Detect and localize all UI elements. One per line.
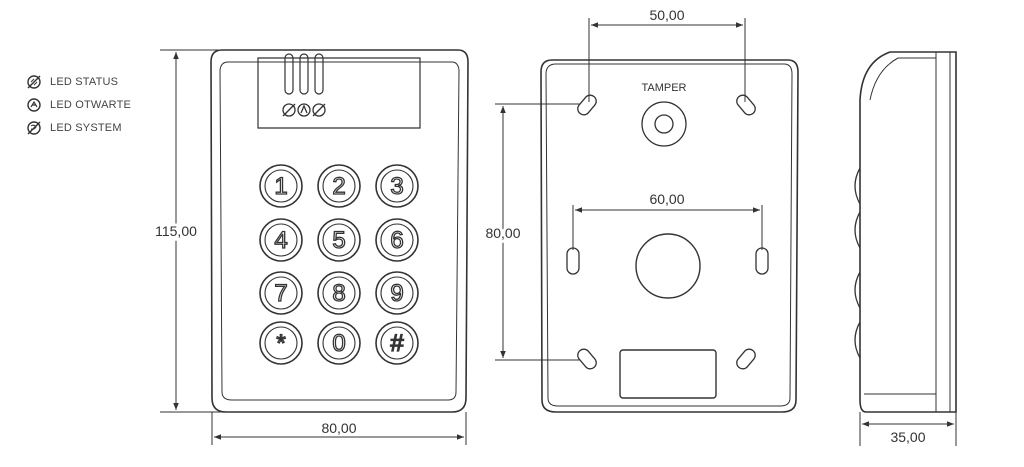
label-recess <box>619 349 717 399</box>
keypad-key-label: * <box>276 330 285 357</box>
front-width-label: 80,00 <box>321 420 356 436</box>
keypad-key-label: 4 <box>274 227 287 254</box>
side-key-profiles <box>854 167 861 359</box>
keypad-key-label: 2 <box>332 173 345 200</box>
vertical-spacing-label: 80,00 <box>485 225 520 241</box>
back-housing-outline <box>540 59 799 413</box>
mounting-slot-top-right <box>736 94 756 116</box>
led-legend: LED STATUS LED OTWARTE LED SYSTEM <box>26 70 131 139</box>
mounting-slot-bottom-left <box>577 348 597 370</box>
keypad-key: 9 <box>375 271 419 315</box>
mounting-slot-bottom-right <box>736 348 756 370</box>
legend-item-led-status: LED STATUS <box>26 70 131 93</box>
led-system-icon <box>27 120 41 135</box>
legend-label-led-status: LED STATUS <box>50 75 119 88</box>
top-spacing-label: 50,00 <box>649 7 684 23</box>
middle-spacing-label: 60,00 <box>649 191 684 207</box>
top-spacing-dimension <box>588 18 746 102</box>
keypad-key: 6 <box>375 218 419 262</box>
legend-label-led-system: LED SYSTEM <box>50 121 122 134</box>
mounting-slot-mid-left <box>566 247 580 275</box>
vertical-spacing-dimension <box>495 103 580 361</box>
keypad-key: 8 <box>317 271 361 315</box>
keypad-key: 7 <box>259 271 303 315</box>
led-status-icon <box>27 74 41 89</box>
legend-item-led-system: LED SYSTEM <box>26 116 131 139</box>
side-view <box>854 51 957 413</box>
front-housing-inner <box>219 61 460 401</box>
back-view <box>540 59 799 413</box>
side-front-curve <box>869 57 936 101</box>
legend-label-led-open: LED OTWARTE <box>50 98 132 111</box>
depth-label: 35,00 <box>890 429 925 445</box>
keypad-key: 2 <box>317 164 361 208</box>
middle-spacing-dimension <box>572 205 763 250</box>
mounting-slot-mid-right <box>755 247 769 275</box>
keypad-key-label: 9 <box>390 280 403 307</box>
keypad-key: * <box>259 321 303 365</box>
keypad-key-label: 1 <box>274 173 287 200</box>
keypad-key-label: 3 <box>390 173 403 200</box>
led-open-icon <box>27 97 41 112</box>
back-housing-inner <box>545 63 793 407</box>
keypad-key-label: 7 <box>274 280 287 307</box>
tamper-label: TAMPER <box>641 82 686 94</box>
front-housing-outline <box>210 49 469 413</box>
front-height-label: 115,00 <box>155 223 197 239</box>
keypad-key-label: 6 <box>390 227 403 254</box>
keypad-key: # <box>375 321 419 365</box>
legend-item-led-open: LED OTWARTE <box>26 93 131 116</box>
keypad-key: 3 <box>375 164 419 208</box>
tamper-switch <box>641 101 687 147</box>
keypad-key: 4 <box>259 218 303 262</box>
front-view: 1 2 3 4 5 6 7 8 9 * 0 # <box>210 49 469 413</box>
keypad-key: 0 <box>317 321 361 365</box>
mounting-slot-top-left <box>577 94 597 116</box>
keypad-key-label: 0 <box>332 330 345 357</box>
cable-hole <box>635 233 701 299</box>
side-body-outline <box>859 51 957 413</box>
front-width-dimension <box>211 412 467 445</box>
led-slots <box>284 53 324 95</box>
led-indicator-icons <box>282 103 326 117</box>
led-window <box>257 57 421 129</box>
keypad: 1 2 3 4 5 6 7 8 9 * 0 # <box>259 164 419 365</box>
keypad-key-label: 8 <box>332 280 345 307</box>
keypad-key: 1 <box>259 164 303 208</box>
keypad-key-label: # <box>390 330 404 357</box>
keypad-key: 5 <box>317 218 361 262</box>
keypad-key-label: 5 <box>332 227 345 254</box>
depth-dimension <box>859 412 957 446</box>
